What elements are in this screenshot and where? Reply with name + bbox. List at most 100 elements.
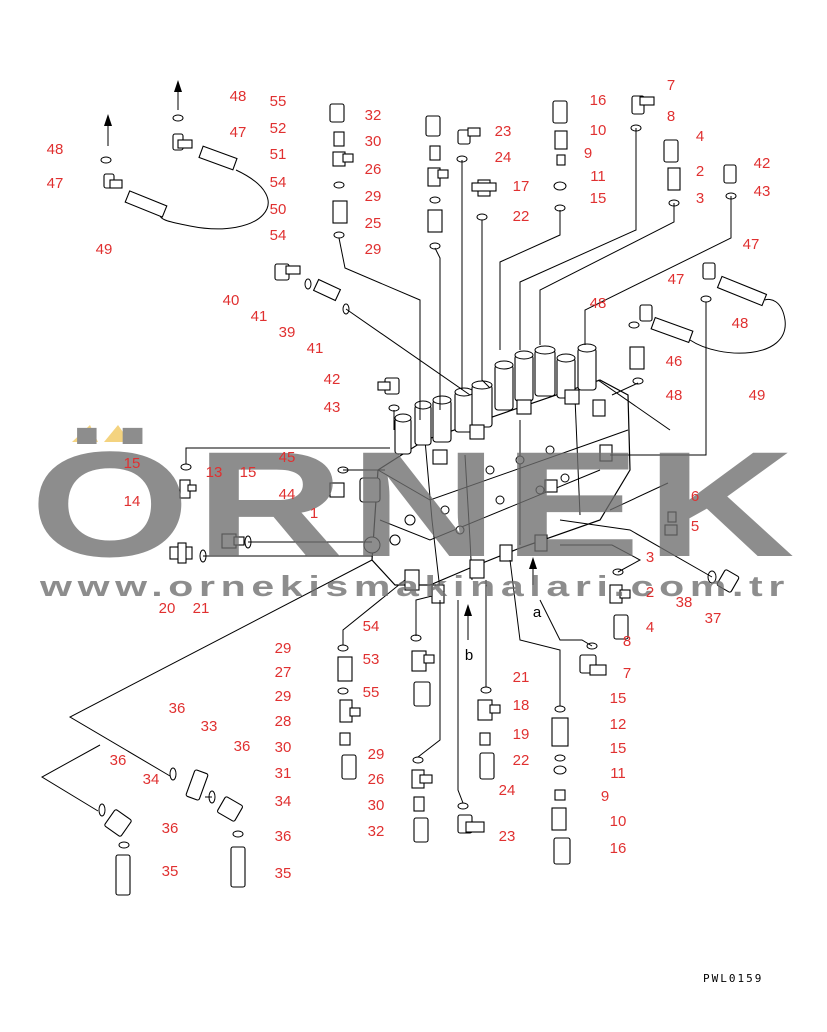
- callout-number: 55: [363, 684, 380, 701]
- callout-number: 39: [279, 324, 296, 341]
- callout-number: 22: [513, 752, 530, 769]
- callout-number: 43: [324, 399, 341, 416]
- callout-number: 48: [732, 315, 749, 332]
- callout-number: 15: [240, 464, 257, 481]
- callout-number: 29: [365, 188, 382, 205]
- callout-number: 32: [368, 823, 385, 840]
- callout-number: 16: [590, 92, 607, 109]
- callout-number: 47: [668, 271, 685, 288]
- callout-number: 7: [623, 665, 631, 682]
- callout-number: 6: [691, 488, 699, 505]
- callout-number: 21: [193, 600, 210, 617]
- callout-number: 2: [646, 584, 654, 601]
- callout-number: 30: [275, 739, 292, 756]
- callout-number: 2: [696, 163, 704, 180]
- callout-number: 36: [234, 738, 251, 755]
- callout-number: 15: [610, 690, 627, 707]
- callout-number: 13: [206, 464, 223, 481]
- callout-number: 24: [499, 782, 516, 799]
- callout-number: 27: [275, 664, 292, 681]
- callout-number: 54: [270, 227, 287, 244]
- callout-number: 41: [251, 308, 268, 325]
- callout-number: 4: [696, 128, 704, 145]
- callout-number: 11: [610, 765, 626, 782]
- callout-number: 34: [143, 771, 160, 788]
- callout-number: 42: [754, 155, 771, 172]
- callout-number: 43: [754, 183, 771, 200]
- callout-number: 47: [743, 236, 760, 253]
- callout-number: 30: [368, 797, 385, 814]
- callout-number: 29: [365, 241, 382, 258]
- watermark-brand: ÖRNEK: [30, 420, 800, 588]
- callout-number: 48: [666, 387, 683, 404]
- callout-number: 7: [667, 77, 675, 94]
- callout-number: 52: [270, 120, 287, 137]
- callout-number: 35: [275, 865, 292, 882]
- callout-number: 3: [696, 190, 704, 207]
- callout-number: 48: [230, 88, 247, 105]
- callout-number: 29: [275, 640, 292, 657]
- leader-lines: [41, 80, 732, 812]
- watermark-url: www.ornekismakinalari.com.tr: [39, 571, 790, 603]
- callout-number: 21: [513, 669, 530, 686]
- callout-labels: 4847484749555251545054323026292529232417…: [47, 77, 771, 882]
- callout-number: 54: [270, 174, 287, 191]
- callout-number: 9: [584, 145, 592, 162]
- callout-number: 38: [676, 594, 693, 611]
- callout-number: 29: [275, 688, 292, 705]
- diagram-code: PWL0159: [703, 972, 763, 985]
- callout-number: 32: [365, 107, 382, 124]
- callout-number: 35: [162, 863, 179, 880]
- callout-number: 36: [169, 700, 186, 717]
- control-valve-body: [359, 343, 631, 604]
- callout-number: 15: [124, 455, 141, 472]
- callout-number: 25: [365, 215, 382, 232]
- callout-number: 51: [270, 146, 287, 163]
- callout-number: 29: [368, 746, 385, 763]
- callout-number: 10: [590, 122, 607, 139]
- arrow-label: a: [533, 604, 542, 621]
- callout-number: 17: [513, 178, 530, 195]
- callout-number: 15: [610, 740, 627, 757]
- callout-number: 10: [610, 813, 627, 830]
- callout-number: 36: [110, 752, 127, 769]
- callout-number: 24: [495, 149, 512, 166]
- callout-number: 33: [201, 718, 218, 735]
- callout-number: 47: [230, 124, 247, 141]
- callout-number: 36: [162, 820, 179, 837]
- callout-number: 5: [691, 518, 699, 535]
- callout-number: 48: [590, 295, 607, 312]
- callout-number: 53: [363, 651, 380, 668]
- callout-number: 1: [310, 505, 318, 522]
- callout-number: 30: [365, 133, 382, 150]
- callout-number: 34: [275, 793, 292, 810]
- callout-number: 55: [270, 93, 287, 110]
- callout-number: 40: [223, 292, 240, 309]
- callout-number: 45: [279, 449, 296, 466]
- watermark-accent-right: [104, 425, 130, 442]
- callout-number: 8: [667, 108, 675, 125]
- callout-number: 23: [495, 123, 512, 140]
- callout-number: 49: [96, 241, 113, 258]
- callout-number: 54: [363, 618, 380, 635]
- callout-number: 26: [368, 771, 385, 788]
- callout-number: 37: [705, 610, 722, 627]
- callout-number: 44: [279, 486, 296, 503]
- callout-number: 9: [601, 788, 609, 805]
- callout-number: 46: [666, 353, 683, 370]
- callout-number: 49: [749, 387, 766, 404]
- callout-number: 23: [499, 828, 516, 845]
- watermark-accent-left: [72, 425, 98, 442]
- callout-number: 36: [275, 828, 292, 845]
- callout-number: 19: [513, 726, 530, 743]
- callout-number: 20: [159, 600, 176, 617]
- callout-number: 8: [623, 633, 631, 650]
- callout-number: 50: [270, 201, 287, 218]
- callout-number: 47: [47, 175, 64, 192]
- callout-number: 3: [646, 549, 654, 566]
- arrow-label: b: [465, 647, 473, 664]
- callout-number: 4: [646, 619, 654, 636]
- watermark: ÖRNEK www.ornekismakinalari.com.tr: [30, 420, 800, 603]
- callout-number: 11: [590, 168, 606, 185]
